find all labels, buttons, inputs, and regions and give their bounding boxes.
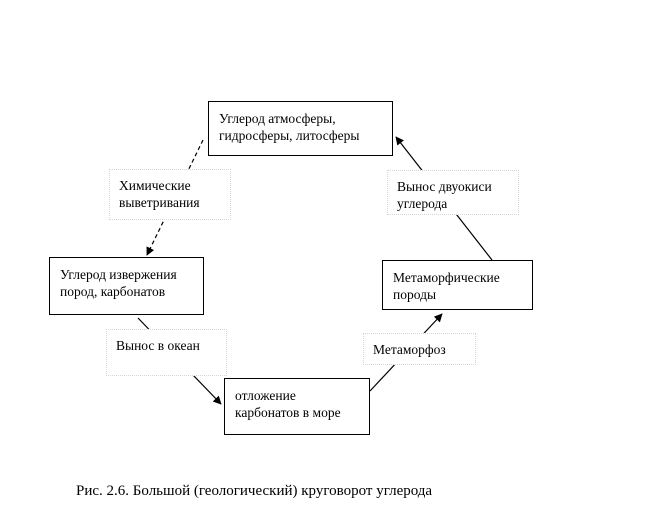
label-weathering-line-1: Химические bbox=[119, 178, 191, 193]
node-carbonate-deposition-line-1: отложение bbox=[235, 388, 296, 403]
node-atmosphere-carbon: Углерод атмосферы, гидросферы, литосферы bbox=[208, 101, 393, 156]
figure-caption: Рис. 2.6. Большой (геологический) кругов… bbox=[76, 483, 433, 499]
node-metamorphic-rocks-line-1: Метаморфические bbox=[393, 270, 500, 285]
node-igneous-carbon-line-1: Углерод извержения bbox=[60, 267, 177, 282]
label-ocean: Вынос в океан bbox=[106, 329, 227, 376]
label-weathering-line-2: выветривания bbox=[119, 195, 200, 210]
label-co2: Вынос двуокиси углерода bbox=[387, 170, 519, 215]
node-carbonate-deposition: отложение карбонатов в море bbox=[224, 378, 370, 435]
label-weathering: Химические выветривания bbox=[109, 169, 231, 220]
label-metamorphosis: Метаморфоз bbox=[363, 333, 476, 365]
node-atmosphere-carbon-line-2: гидросферы, литосферы bbox=[219, 128, 360, 143]
node-igneous-carbon: Углерод извержения пород, карбонатов bbox=[49, 257, 204, 315]
node-atmosphere-carbon-line-1: Углерод атмосферы, bbox=[219, 111, 336, 126]
label-metamorphosis-line-1: Метаморфоз bbox=[373, 342, 446, 357]
label-ocean-line-1: Вынос в океан bbox=[116, 338, 200, 353]
label-co2-line-2: углерода bbox=[397, 196, 448, 211]
node-metamorphic-rocks: Метаморфические породы bbox=[382, 260, 533, 310]
label-co2-line-1: Вынос двуокиси bbox=[397, 179, 492, 194]
node-igneous-carbon-line-2: пород, карбонатов bbox=[60, 284, 166, 299]
node-carbonate-deposition-line-2: карбонатов в море bbox=[235, 405, 341, 420]
node-metamorphic-rocks-line-2: породы bbox=[393, 287, 437, 302]
